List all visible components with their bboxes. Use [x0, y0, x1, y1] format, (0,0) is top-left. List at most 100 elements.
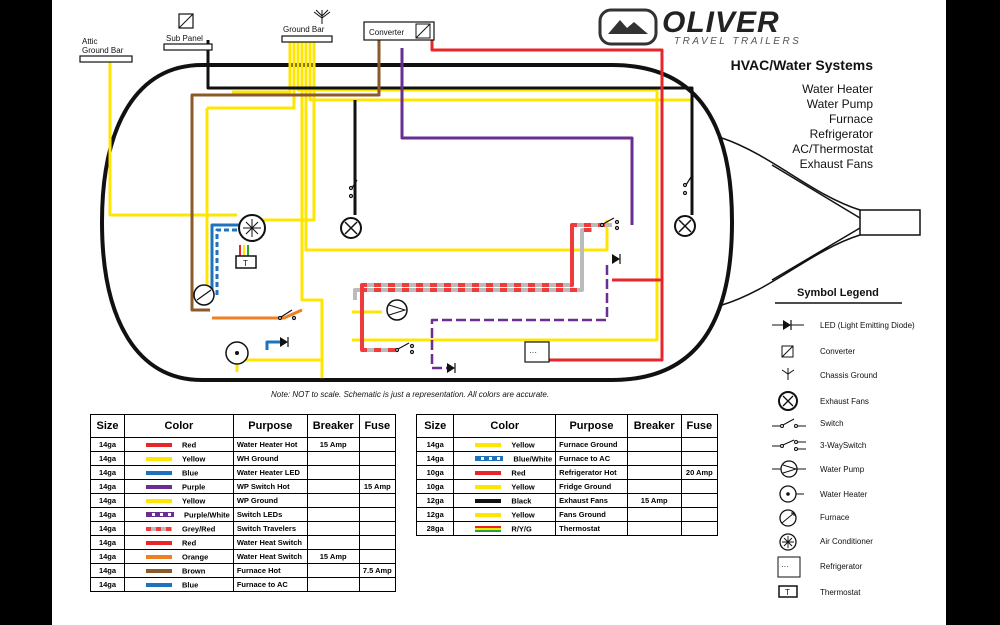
color-swatch — [145, 442, 172, 447]
color-name: Blue — [181, 580, 199, 590]
cell-size: 14ga — [90, 465, 125, 480]
air-conditioner — [238, 214, 266, 242]
led-3 — [447, 363, 456, 373]
color-swatch — [475, 484, 502, 489]
legend-label: LED (Light Emitting Diode) — [820, 321, 915, 330]
header-size: Size — [90, 414, 125, 438]
legend-label: Converter — [820, 347, 855, 356]
thermostat-box: T — [235, 255, 257, 269]
color-name: Grey/Red — [181, 524, 216, 534]
cell-breaker: 15 Amp — [306, 437, 360, 452]
color-swatch — [475, 525, 502, 532]
header-color: Color — [123, 414, 234, 438]
air-conditioner-icon — [779, 533, 797, 551]
cell-size: 14ga — [415, 437, 455, 452]
cell-fuse — [680, 437, 719, 452]
cell-color: Red — [453, 465, 557, 480]
cell-fuse — [680, 521, 719, 536]
cell-breaker — [306, 521, 360, 536]
refrigerator-icon: ··· — [777, 556, 801, 578]
legend-title: Symbol Legend — [797, 287, 879, 299]
legend-label: Water Heater — [820, 490, 868, 499]
water-pump-icon — [772, 460, 806, 478]
cell-fuse — [358, 535, 397, 550]
system-item: Water Pump — [807, 97, 874, 111]
header-breaker: Breaker — [306, 414, 360, 438]
ground-bar-label: Ground Bar — [283, 25, 325, 34]
page-title: HVAC/Water Systems — [731, 57, 874, 73]
water-heater-icon — [779, 485, 804, 503]
cell-purpose: Water Heat Switch — [232, 549, 308, 564]
color-swatch — [145, 540, 172, 545]
three-way-switch-icon — [772, 439, 806, 451]
cell-purpose: Thermostat — [555, 521, 628, 536]
cell-color: Red — [123, 535, 234, 550]
color-name: Purple — [181, 482, 206, 492]
cell-breaker — [306, 563, 360, 578]
color-swatch — [475, 498, 502, 503]
cell-fuse: 15 Amp — [358, 479, 397, 494]
color-name: Yellow — [511, 482, 535, 492]
cell-color: Blue — [123, 577, 234, 592]
cell-color: Blue/White — [453, 451, 557, 466]
cell-size: 14ga — [90, 451, 125, 466]
legend-label: Water Pump — [820, 465, 865, 474]
cell-purpose: Water Heater Hot — [232, 437, 308, 452]
cell-breaker — [306, 535, 360, 550]
attic-ground-bar-label-1: Attic — [82, 37, 98, 46]
cell-size: 28ga — [415, 521, 455, 536]
header-color: Color — [453, 414, 557, 438]
thermostat-box-label: T — [243, 259, 248, 268]
color-swatch — [145, 484, 172, 489]
cell-size: 14ga — [90, 437, 125, 452]
cell-breaker — [626, 521, 682, 536]
attic-ground-bar: Attic Ground Bar — [79, 37, 133, 63]
cell-purpose: Water Heater LED — [232, 465, 308, 480]
color-name: Purple/White — [183, 510, 230, 520]
color-swatch — [145, 470, 172, 475]
svg-text:···: ··· — [529, 348, 537, 357]
header-fuse: Fuse — [680, 414, 719, 438]
cell-purpose: Switch LEDs — [232, 507, 308, 522]
exhaust-switch-1 — [348, 179, 358, 199]
cell-purpose: Furnace Hot — [232, 563, 308, 578]
cell-purpose: Furnace to AC — [232, 577, 308, 592]
header-purpose: Purpose — [232, 414, 308, 438]
cell-color: Yellow — [453, 437, 557, 452]
converter: Converter — [363, 21, 435, 41]
color-swatch — [145, 512, 174, 518]
wiring-schematic: Attic Ground Bar Sub Panel Ground Bar Co… — [79, 6, 921, 598]
cell-size: 14ga — [90, 493, 125, 508]
cell-breaker — [626, 507, 682, 522]
svg-text:T: T — [785, 588, 790, 597]
cell-size: 10ga — [415, 479, 455, 494]
cell-color: Yellow — [123, 451, 234, 466]
cell-breaker — [306, 465, 360, 480]
schematic-note: Note: NOT to scale. Schematic is just a … — [271, 390, 549, 399]
cell-purpose: WP Switch Hot — [232, 479, 308, 494]
attic-ground-bar-label-2: Ground Bar — [82, 46, 124, 55]
cell-breaker — [626, 465, 682, 480]
cell-color: R/Y/G — [453, 521, 557, 536]
cell-purpose: Water Heat Switch — [232, 535, 308, 550]
cell-breaker: 15 Amp — [306, 549, 360, 564]
cell-breaker — [306, 451, 360, 466]
cell-size: 14ga — [90, 549, 125, 564]
sub-panel-label: Sub Panel — [166, 34, 203, 43]
legend-label: Exhaust Fans — [820, 397, 869, 406]
color-name: Black — [511, 496, 532, 506]
cell-purpose: Refrigerator Hot — [555, 465, 628, 480]
color-swatch — [475, 456, 504, 462]
cell-size: 10ga — [415, 465, 455, 480]
cell-color: Blue — [123, 465, 234, 480]
cell-fuse: 7.5 Amp — [358, 563, 397, 578]
